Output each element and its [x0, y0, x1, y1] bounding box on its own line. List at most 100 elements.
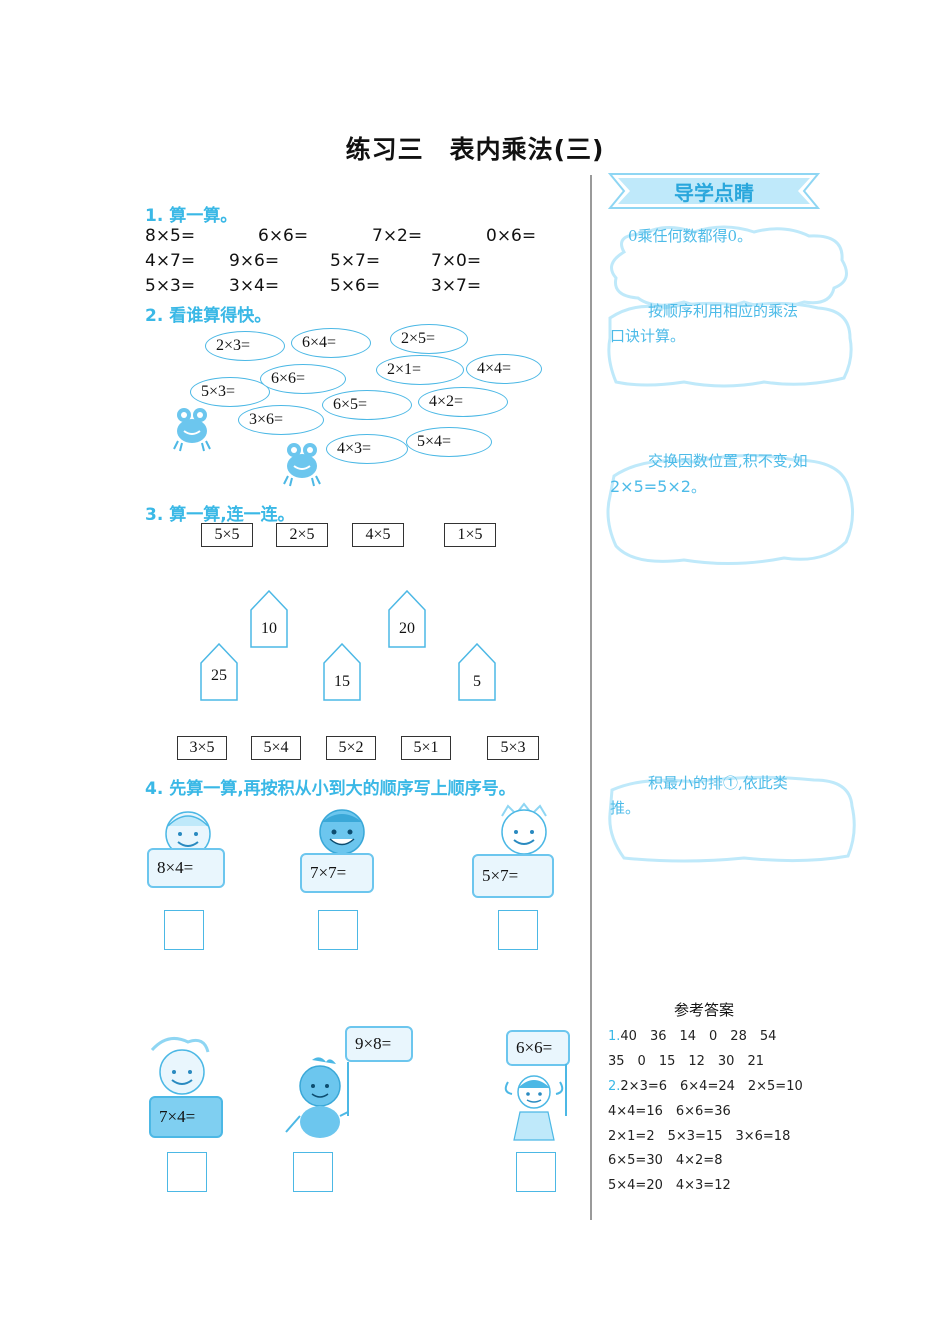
girl-figure-icon [504, 1064, 567, 1141]
q4-sign: 6×6= [506, 1030, 570, 1066]
q1-eq: 3×4= [229, 276, 280, 296]
house-shape-icon [250, 590, 288, 648]
answers-heading: 参考答案 [674, 1001, 735, 1019]
q3-top-box: 4×5 [352, 523, 404, 547]
answer-number: 1. [608, 1029, 621, 1044]
tip-1: 0乘任何数都得0。 [628, 227, 753, 245]
answer-line: 6×5=30 4×2=8 [608, 1153, 723, 1168]
tip-2: 按顺序利用相应的乘法口诀计算。 [610, 302, 799, 345]
q1-heading: 1. 算一算。 [145, 206, 238, 226]
q3-house: 10 [250, 590, 288, 648]
q2-oval: 4×3= [326, 434, 408, 464]
frog-icon [173, 408, 211, 452]
boy-face-icon [319, 809, 365, 855]
child-face-icon [501, 802, 547, 855]
house-value: 20 [399, 620, 415, 637]
house-shape-icon [323, 643, 361, 701]
frog-icon [283, 443, 321, 487]
q3-top-box: 2×5 [276, 523, 328, 547]
q2-oval: 2×3= [205, 331, 285, 361]
q4-heading: 4. 先算一算,再按积从小到大的顺序写上顺序号。 [145, 779, 516, 799]
q1-eq: 5×7= [330, 251, 381, 271]
q3-house: 25 [200, 643, 238, 701]
house-shape-icon [200, 643, 238, 701]
house-value: 5 [473, 673, 481, 690]
page-title: 练习三 表内乘法(三) [345, 135, 605, 164]
q3-house: 20 [388, 590, 426, 648]
answer-line: 35 0 15 12 30 21 [608, 1054, 764, 1069]
answer-line: 1.40 36 14 0 28 54 [608, 1025, 776, 1044]
answer-text: 40 36 14 0 28 54 [620, 1029, 777, 1044]
tip-cloud-icon [606, 453, 854, 566]
q1-eq: 8×5= [145, 226, 196, 246]
girl-face-icon [150, 1036, 210, 1095]
q2-oval: 6×5= [322, 390, 412, 420]
house-value: 15 [334, 673, 350, 690]
answer-box[interactable] [498, 910, 538, 950]
q1-eq: 5×6= [330, 276, 381, 296]
q2-oval: 6×4= [291, 328, 371, 358]
q3-bottom-box: 5×4 [251, 736, 301, 760]
tip-4: 积最小的排①,依此类推。 [610, 774, 788, 817]
q1-eq: 3×7= [431, 276, 482, 296]
tip-3-text: 变,如 [772, 452, 808, 470]
q1-eq: 5×3= [145, 276, 196, 296]
tip-cloud-icon [608, 775, 856, 863]
q4-sign: 9×8= [345, 1026, 413, 1062]
q3-bottom-box: 5×1 [401, 736, 451, 760]
q1-eq: 7×2= [372, 226, 423, 246]
house-value: 25 [211, 667, 227, 684]
q3-house: 5 [458, 643, 496, 701]
answer-box[interactable] [167, 1152, 207, 1192]
answer-box[interactable] [318, 910, 358, 950]
q3-house: 15 [323, 643, 361, 701]
house-value: 10 [261, 620, 277, 637]
answer-line: 2.2×3=6 6×4=24 2×5=10 [608, 1075, 803, 1094]
answer-box[interactable] [164, 910, 204, 950]
q4-sign: 5×7= [472, 854, 554, 898]
tip-3-text: 。 [690, 478, 706, 496]
q4-sign: 7×4= [149, 1096, 223, 1138]
tip-3-formula: 2×5=5×2 [610, 477, 691, 496]
sidebar-header-title: 导学点睛 [674, 181, 754, 205]
house-shape-icon [458, 643, 496, 701]
q1-eq: 7×0= [431, 251, 482, 271]
q3-bottom-box: 5×3 [487, 736, 539, 760]
q2-oval: 4×4= [466, 354, 542, 384]
tip-cloud-icon [607, 301, 853, 388]
q2-oval: 6×6= [260, 364, 346, 394]
q3-heading: 3. 算一算,连一连。 [145, 505, 295, 525]
q4-sign: 8×4= [147, 848, 225, 888]
banner-shape-icon [607, 173, 821, 209]
house-shape-icon [388, 590, 426, 648]
answer-box[interactable] [293, 1152, 333, 1192]
answer-line: 4×4=16 6×6=36 [608, 1104, 731, 1119]
q2-heading: 2. 看谁算得快。 [145, 306, 272, 326]
q1-eq: 6×6= [258, 226, 309, 246]
q1-eq: 9×6= [229, 251, 280, 271]
q2-oval: 2×1= [376, 355, 464, 385]
tip-3: 交换因数位置,积不变,如 2×5=5×2。 [610, 449, 810, 500]
answer-line: 2×1=2 5×3=15 3×6=18 [608, 1129, 791, 1144]
q3-bottom-box: 5×2 [326, 736, 376, 760]
q2-oval: 3×6= [238, 405, 324, 435]
tip-3-text: 交换因数位置,积不 [648, 452, 773, 470]
answer-line: 5×4=20 4×3=12 [608, 1178, 731, 1193]
q3-top-box: 1×5 [444, 523, 496, 547]
answer-box[interactable] [516, 1152, 556, 1192]
q2-oval: 5×4= [406, 427, 492, 457]
girl-figure-icon [285, 1057, 349, 1138]
column-divider [590, 175, 592, 1220]
q2-oval: 4×2= [418, 387, 508, 417]
sidebar-header-banner: 导学点睛 [607, 172, 821, 210]
answer-text: 2×3=6 6×4=24 2×5=10 [620, 1079, 803, 1094]
answer-number: 2. [608, 1079, 621, 1094]
q4-sign: 7×7= [300, 853, 374, 893]
q1-eq: 4×7= [145, 251, 196, 271]
q3-top-box: 5×5 [201, 523, 253, 547]
q2-oval: 5×3= [190, 377, 270, 407]
q1-eq: 0×6= [486, 226, 537, 246]
tip-cloud-icon [610, 225, 848, 309]
q3-bottom-box: 3×5 [177, 736, 227, 760]
q2-oval: 2×5= [390, 324, 468, 354]
